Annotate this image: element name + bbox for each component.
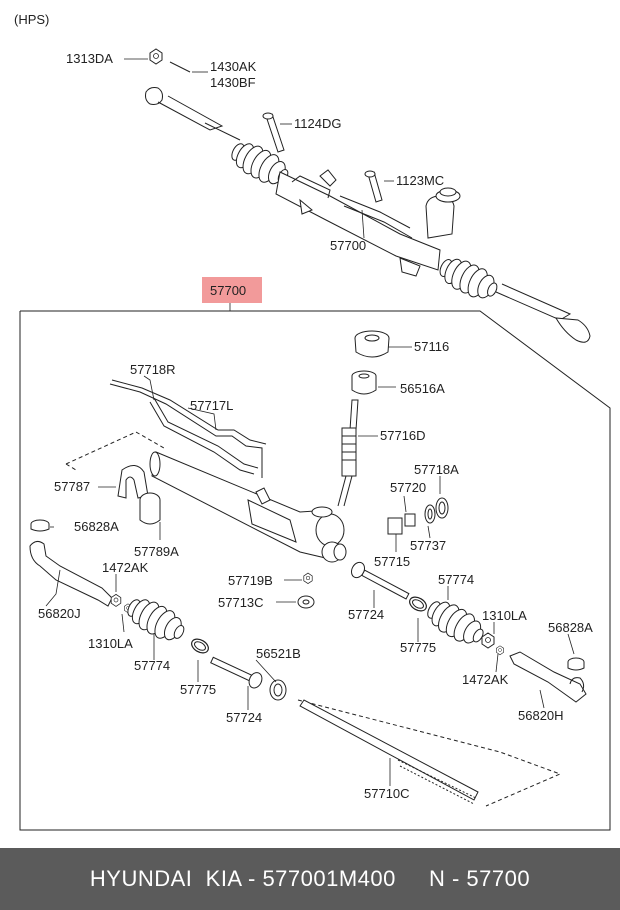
part-1310LA-right-label: 1310LA — [482, 608, 527, 623]
footer-bar: HYUNDAI KIA - 577001M400 N - 57700 — [0, 848, 620, 910]
highlight-box — [202, 277, 262, 303]
part-57713C-label: 57713C — [218, 595, 264, 610]
part-56820H-label: 56820H — [518, 708, 564, 723]
part-1430AK-label: 1430AK — [210, 59, 257, 74]
part-57710C-label: 57710C — [364, 786, 410, 801]
part-57737-label: 57737 — [410, 538, 446, 553]
part-56828A-right-label: 56828A — [548, 620, 593, 635]
part-1430BF-label: 1430BF — [210, 75, 256, 90]
part-57787-label: 57787 — [54, 479, 90, 494]
part-1472AK-left-label: 1472AK — [102, 560, 149, 575]
part-56516A-label: 56516A — [400, 381, 445, 396]
top-assembly-drawing — [145, 48, 591, 343]
part-57718A-label: 57718A — [414, 462, 459, 477]
part-56820J-label: 56820J — [38, 606, 81, 621]
exploded-leader-lines — [45, 346, 575, 786]
exploded-drawing — [29, 330, 587, 807]
part-57719B-label: 57719B — [228, 573, 273, 588]
part-1123MC-label: 1123MC — [396, 173, 444, 188]
part-57720-label: 57720 — [390, 480, 426, 495]
footer-reference-number: N - 57700 — [428, 866, 531, 891]
part-56828A-left-label: 56828A — [74, 519, 119, 534]
part-57717L-label: 57717L — [190, 398, 233, 413]
part-56521B-label: 56521B — [256, 646, 301, 661]
part-57774-right-label: 57774 — [438, 572, 474, 587]
part-1124DG-label: 1124DG — [294, 116, 341, 131]
part-57724-right-label: 57724 — [348, 607, 384, 622]
part-57116-label: 57116 — [414, 339, 449, 354]
footer-brand-part-number: HYUNDAI KIA - 577001M400 — [89, 866, 396, 891]
part-57716D-label: 57716D — [380, 428, 426, 443]
part-57774-left-label: 57774 — [134, 658, 170, 673]
part-57724-left-label: 57724 — [226, 710, 262, 725]
part-57775-left-label: 57775 — [180, 682, 216, 697]
part-57715-label: 57715 — [374, 554, 410, 569]
part-1472AK-right-label: 1472AK — [462, 672, 509, 687]
part-57718R-label: 57718R — [130, 362, 176, 377]
part-57700-highlight-label[interactable]: 57700 — [210, 283, 246, 298]
part-57775-right-label: 57775 — [400, 640, 436, 655]
part-57700-top-label: 57700 — [330, 238, 366, 253]
top-leader-lines — [124, 58, 394, 239]
variant-label: (HPS) — [14, 12, 49, 27]
exploded-view-frame — [19, 310, 611, 831]
part-1313DA-label: 1313DA — [66, 51, 113, 66]
part-57789A-label: 57789A — [134, 544, 179, 559]
part-1310LA-left-label: 1310LA — [88, 636, 133, 651]
